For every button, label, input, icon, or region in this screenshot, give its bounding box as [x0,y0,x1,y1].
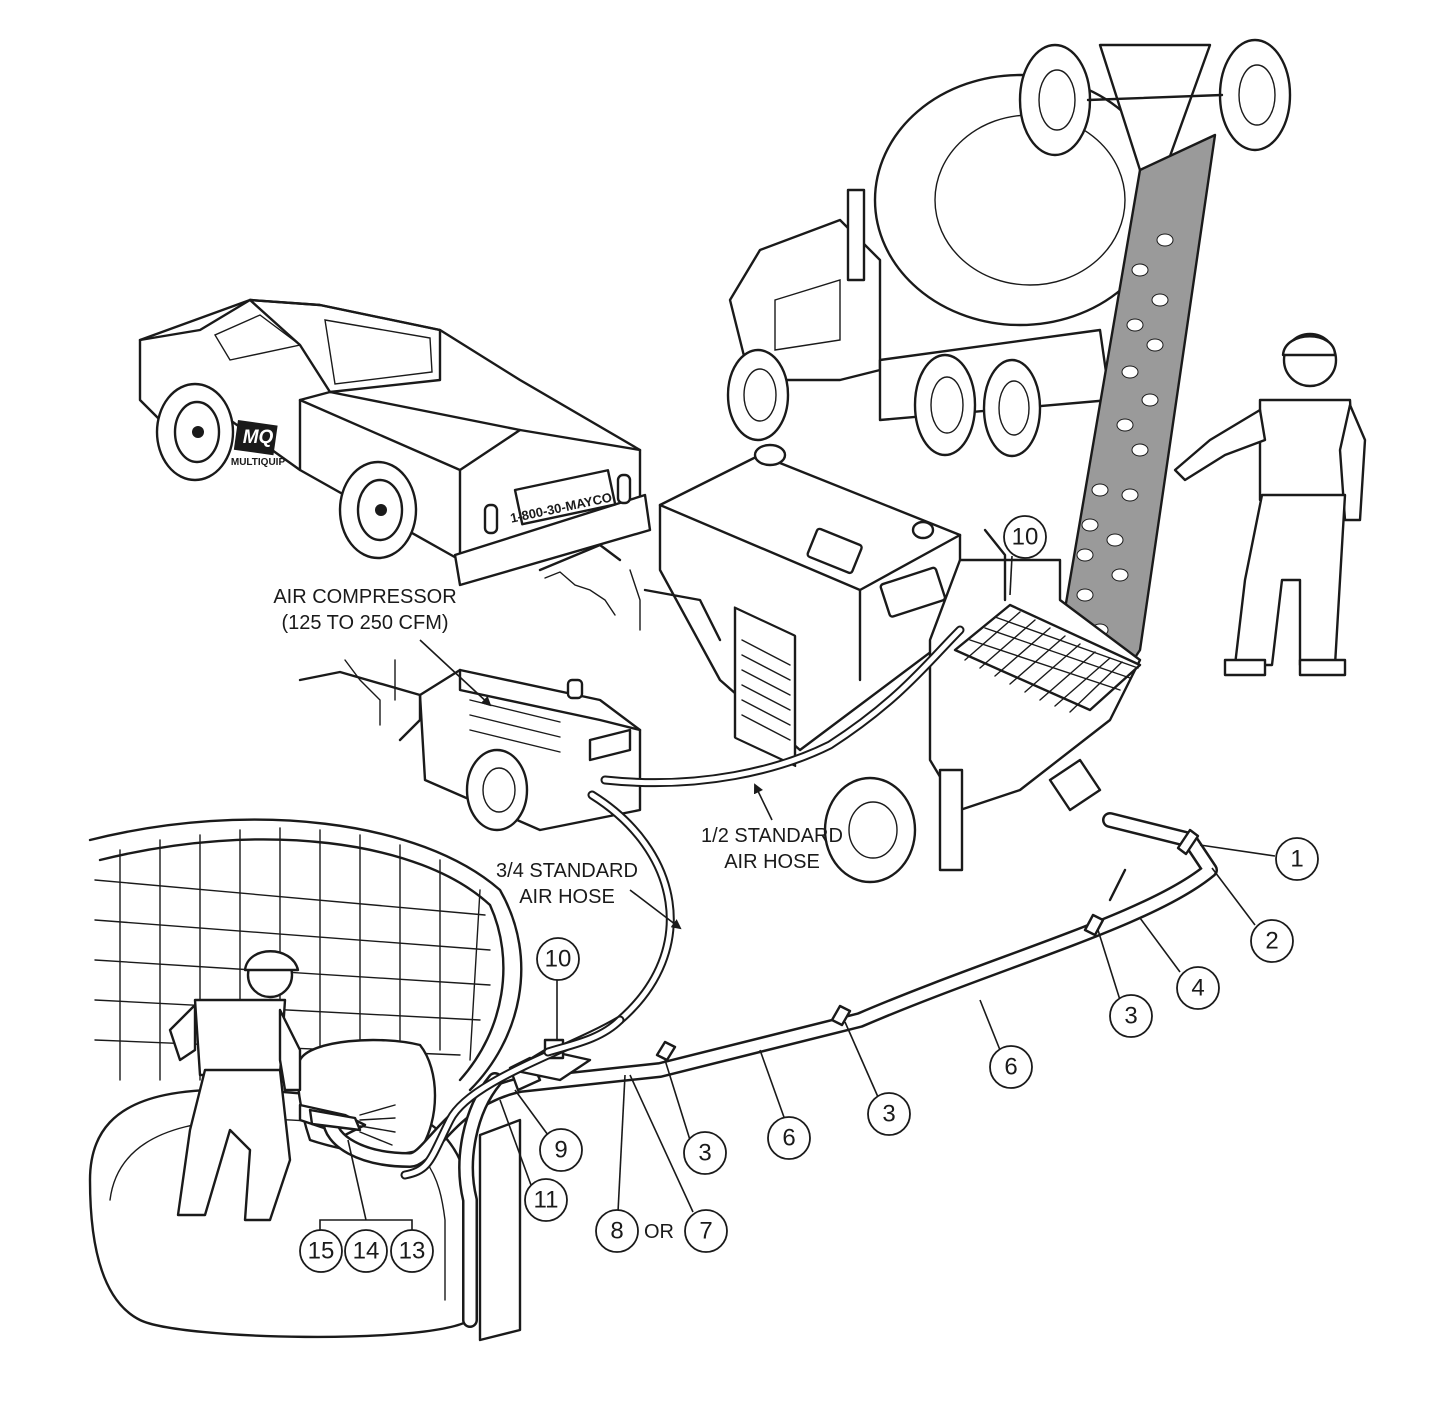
three-quarter-hose-line1: 3/4 STANDARD [496,860,638,882]
callout-10-pump-label: 10 [1012,524,1039,551]
callout-4: 4 [1176,966,1220,1010]
half-hose-line2: AIR HOSE [724,851,820,873]
callout-9-label: 9 [554,1137,567,1164]
callout-10-pool: 10 [536,937,580,981]
truck-rear-wheel [338,460,418,560]
callout-1-label: 1 [1290,846,1303,873]
callout-10-pool-label: 10 [545,946,572,973]
air-compressor-label: AIR COMPRESSOR (125 TO 250 CFM) [273,586,492,707]
callout-3-left: 3 [683,1131,727,1175]
mixer-top-wheel-left [1018,43,1092,157]
callout-14-label: 14 [353,1238,380,1265]
callout-2: 2 [1250,919,1294,963]
callout-13: 13 [390,1229,434,1273]
multiquip-logo: MQ MULTIQUIP [231,420,286,468]
logo-multiquip-text: MULTIQUIP [231,457,286,468]
air-compressor-title: AIR COMPRESSOR [273,586,456,608]
pickup-truck-illustration: 1-800-30-MAYCO MQ MULTIQUIP [138,298,652,616]
hopper-grate [953,603,1142,713]
callout-3-middle: 3 [867,1092,911,1136]
callout-3-right-label: 3 [1124,1003,1137,1030]
grille-hatching [741,639,791,741]
callout-8-label: 8 [610,1218,623,1245]
callout-2-label: 2 [1265,928,1278,955]
mixer-truck-wheel-2 [913,353,977,457]
callout-14: 14 [344,1229,388,1273]
worker-standing-figure [1173,332,1367,677]
callout-11: 11 [524,1178,568,1222]
air-compressor-illustration [298,659,642,832]
mixer-top-wheel-right [1218,38,1292,152]
callout-9: 9 [539,1128,583,1172]
callout-7-label: 7 [699,1218,712,1245]
callout-leaders [319,555,1276,1232]
callout-6-right: 6 [989,1045,1033,1089]
callout-6-left-label: 6 [782,1125,795,1152]
callout-15-label: 15 [308,1238,335,1265]
callout-6-right-label: 6 [1004,1054,1017,1081]
rebar-grid [94,827,491,1081]
or-text: OR [644,1221,674,1243]
callout-11-label: 11 [534,1187,559,1214]
air-compressor-rating: (125 TO 250 CFM) [281,612,448,634]
callout-10-pump: 10 [1003,515,1047,559]
truck-front-wheel [155,382,235,482]
callout-3-right: 3 [1109,994,1153,1038]
mixer-truck-wheel-1 [726,348,790,442]
half-inch-hose-label: 1/2 STANDARD AIR HOSE [701,783,843,873]
trailer-wheel [823,776,917,884]
half-hose-line1: 1/2 STANDARD [701,825,843,847]
callout-13-label: 13 [399,1238,426,1265]
three-quarter-inch-hose-label: 3/4 STANDARD AIR HOSE [496,860,682,930]
callout-15: 15 [299,1229,343,1273]
callout-1: 1 [1275,837,1319,881]
callout-7: 7 [684,1209,728,1253]
callout-6-left: 6 [767,1116,811,1160]
logo-mq-text: MQ [243,427,274,448]
three-quarter-hose-line2: AIR HOSE [519,886,615,908]
worker-spraying-figure [168,950,367,1222]
compressor-wheel [465,748,529,832]
air-hoses [400,625,965,1180]
concrete-mixer-truck-illustration [726,38,1292,458]
callout-3-left-label: 3 [698,1140,711,1167]
mixer-truck-wheel-3 [982,358,1042,458]
callout-4-label: 4 [1191,975,1204,1002]
callout-3-middle-label: 3 [882,1101,895,1128]
shotcrete-pump-trailer [629,443,1142,884]
callout-8: 8 [595,1209,639,1253]
